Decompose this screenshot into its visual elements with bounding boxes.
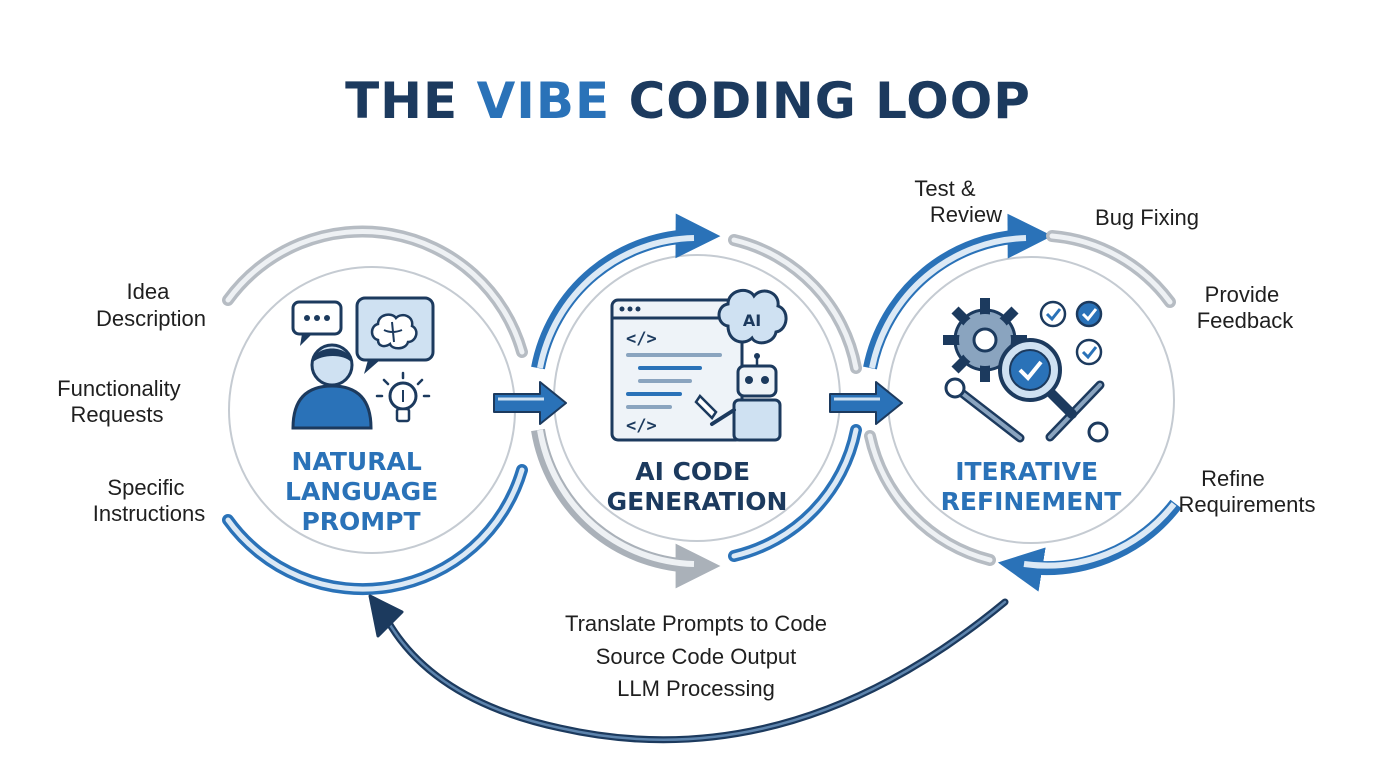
gears-magnifier-wrenches-icon [943,298,1109,443]
stage-label-iterative-refinement: ITERATIVE REFINEMENT [941,457,1122,516]
ai-badge: AI [743,311,761,330]
right-labels: Test & Review Bug Fixing Provide Feedbac… [914,176,1315,517]
label-source-code-output: Source Code Output [596,644,797,669]
stage-ai-code-generation: </> </> AI AI CODE GENERATION [531,213,862,589]
stage-label-ai-code-generation: AI CODE GENERATION [607,457,788,516]
return-loop-arrow [368,594,1009,744]
code-tag-top: </> [626,329,657,349]
label-provide-feedback: Provide Feedback [1197,282,1295,333]
person-with-speech-bubbles-icon [291,296,435,430]
label-specific-instructions: Specific Instructions [93,475,206,526]
label-functionality-requests: Functionality Requests [57,376,187,427]
label-refine-requirements: Refine Requirements [1179,466,1316,517]
left-labels: Idea Description Functionality Requests … [57,279,206,526]
connector-arrow-1-to-2 [493,381,567,425]
label-llm-processing: LLM Processing [617,676,775,701]
code-tag-bottom: </> [626,416,657,436]
stage-label-natural-language-prompt: NATURAL LANGUAGE PROMPT [285,447,447,536]
label-bug-fixing: Bug Fixing [1095,205,1199,230]
stage-iterative-refinement: ITERATIVE REFINEMENT [863,213,1182,592]
code-window-robot-icon: </> </> AI [610,288,788,442]
arc-gray-top-right [1046,230,1176,308]
connector-arrow-2-to-3 [829,381,903,425]
label-translate-prompts: Translate Prompts to Code [565,611,827,636]
title-highlight: VIBE [477,72,611,130]
label-test-review: Test & Review [914,176,1002,227]
bottom-labels: Translate Prompts to Code Source Code Ou… [565,611,827,701]
page-title: THE VIBE CODING LOOP [345,72,1031,130]
label-idea-description: Idea Description [96,279,206,331]
stage-natural-language-prompt: NATURAL LANGUAGE PROMPT [222,225,528,596]
